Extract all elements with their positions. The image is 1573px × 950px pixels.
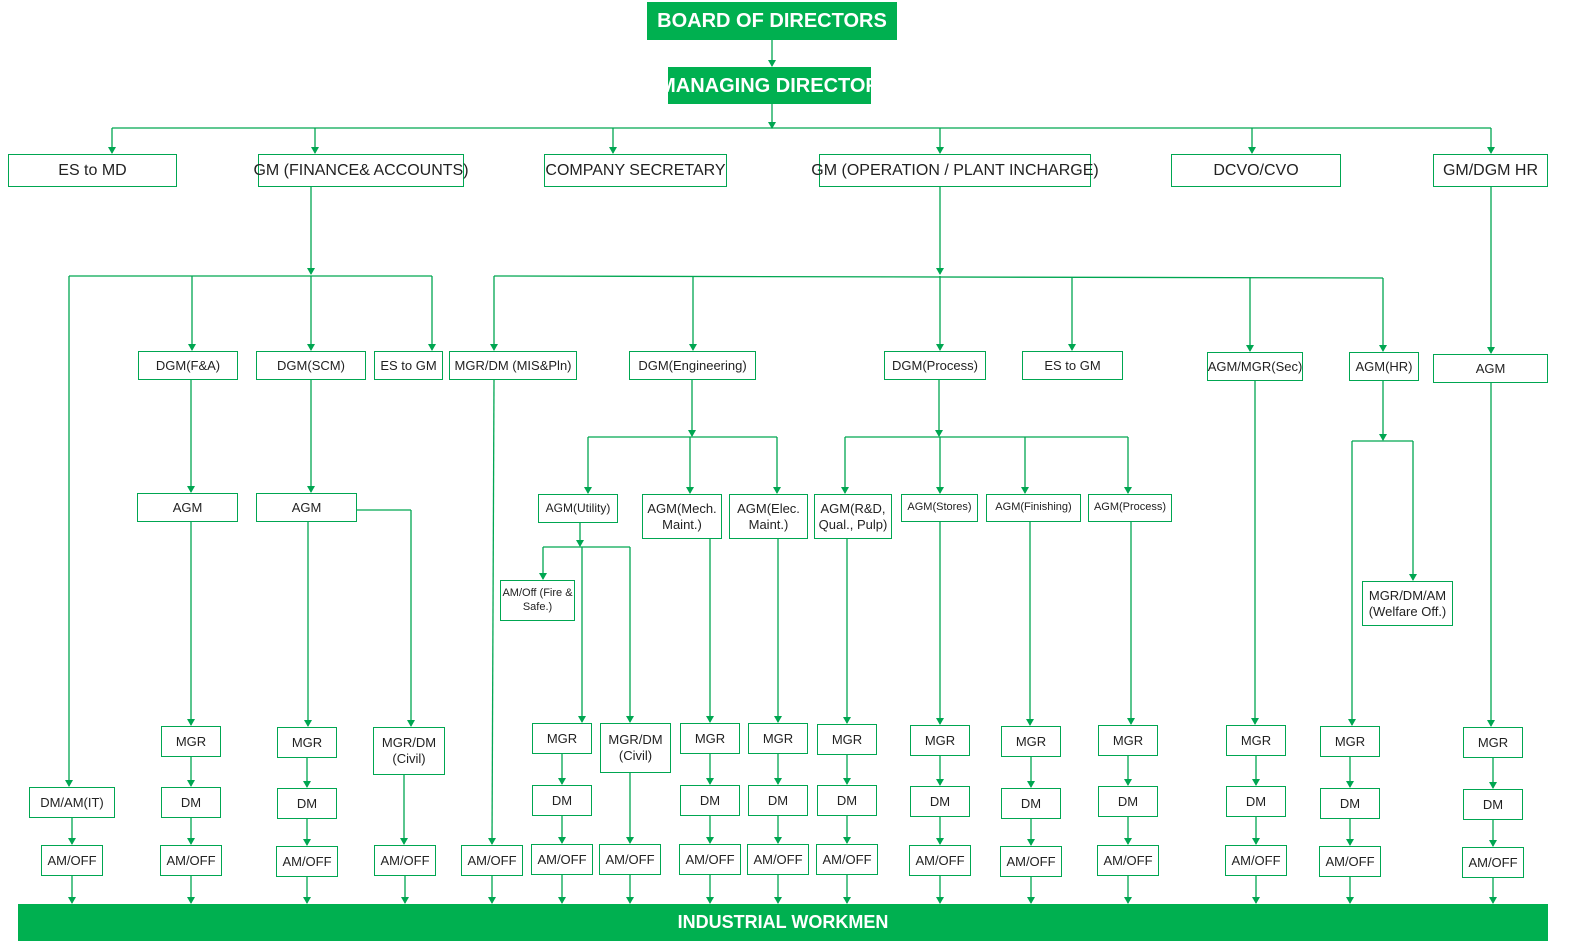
dm-am-it-box: DM/AM(IT) [29, 787, 115, 818]
mgr-box: MGR [748, 723, 808, 754]
managing-director-box: MANAGING DIRECTOR [659, 67, 880, 104]
dm-box: DM [277, 788, 337, 819]
am-off-box: AM/OFF [1319, 846, 1381, 877]
agm-fa-box: AGM [137, 493, 238, 522]
mgr-dm-civil-scm-box: MGR/DM (Civil) [373, 727, 445, 775]
gm-dgm-hr-box: GM/DGM HR [1433, 154, 1548, 187]
dm-box: DM [1320, 788, 1380, 819]
mgr-box: MGR [1463, 727, 1523, 758]
dm-box: DM [1098, 786, 1158, 817]
am-off-box: AM/OFF [1462, 847, 1524, 878]
dm-box: DM [161, 787, 221, 818]
mgr-box: MGR [532, 723, 592, 754]
dgm-fa-box: DGM(F&A) [138, 351, 238, 380]
agm-hr-box: AGM(HR) [1349, 352, 1419, 381]
dm-box: DM [1226, 786, 1286, 817]
agm-stores-box: AGM(Stores) [901, 494, 978, 522]
agm-mgr-sec-box: AGM/MGR(Sec) [1207, 352, 1303, 381]
agm-process-box: AGM(Process) [1088, 494, 1172, 522]
mgr-box: MGR [277, 727, 337, 758]
connector-line [493, 275, 1384, 279]
mgr-box: MGR [1320, 726, 1380, 757]
dm-box: DM [1463, 789, 1523, 820]
dm-box: DM [748, 785, 808, 816]
dm-box: DM [532, 785, 592, 816]
dgm-process-box: DGM(Process) [884, 351, 986, 380]
am-off-box: AM/OFF [374, 845, 436, 876]
es-to-gm-finance-box: ES to GM [374, 351, 443, 380]
dm-box: DM [680, 785, 740, 816]
dm-box: DM [910, 786, 970, 817]
am-off-box: AM/OFF [909, 845, 971, 876]
am-off-box: AM/OFF [816, 844, 878, 875]
am-off-box: AM/OFF [1097, 845, 1159, 876]
es-to-gm-operation-box: ES to GM [1022, 351, 1123, 380]
company-secretary-box: COMPANY SECRETARY [544, 154, 727, 187]
agm-elec-maint-box: AGM(Elec. Maint.) [729, 494, 808, 539]
mgr-box: MGR [1001, 726, 1061, 757]
mgr-dm-am-welfare-box: MGR/DM/AM (Welfare Off.) [1362, 581, 1453, 626]
dm-box: DM [817, 785, 877, 816]
mgr-box: MGR [910, 725, 970, 756]
board-of-directors-box: BOARD OF DIRECTORS [647, 2, 897, 40]
am-off-box: AM/OFF [1225, 845, 1287, 876]
dm-box: DM [1001, 788, 1061, 819]
agm-hr-column-box: AGM [1433, 354, 1548, 383]
es-to-md-box: ES to MD [8, 154, 177, 187]
mgr-box: MGR [680, 723, 740, 754]
agm-mech-maint-box: AGM(Mech. Maint.) [642, 494, 722, 539]
agm-scm-box: AGM [256, 493, 357, 522]
dgm-scm-box: DGM(SCM) [256, 351, 366, 380]
am-off-box: AM/OFF [461, 845, 523, 876]
agm-finishing-box: AGM(Finishing) [986, 494, 1081, 522]
am-off-box: AM/OFF [41, 845, 103, 876]
agm-utility-box: AGM(Utility) [538, 494, 618, 523]
mgr-box: MGR [817, 724, 877, 755]
gm-operation-plant-incharge-box: GM (OPERATION / PLANT INCHARGE) [811, 154, 1099, 187]
mgr-box: MGR [1098, 725, 1158, 756]
am-off-box: AM/OFF [599, 844, 661, 875]
agm-rd-qual-pulp-box: AGM(R&D, Qual., Pulp) [814, 494, 892, 539]
mgr-dm-mis-pln-box: MGR/DM (MIS&Pln) [449, 351, 577, 380]
mgr-box: MGR [1226, 725, 1286, 756]
dgm-engineering-box: DGM(Engineering) [629, 351, 756, 380]
am-off-fire-safety-box: AM/Off (Fire & Safe.) [500, 580, 575, 621]
connector-arrow [488, 379, 497, 845]
am-off-box: AM/OFF [747, 844, 809, 875]
mgr-dm-civil-utility-box: MGR/DM (Civil) [600, 723, 671, 773]
industrial-workmen-box: INDUSTRIAL WORKMEN [18, 904, 1548, 941]
mgr-box: MGR [161, 726, 221, 757]
am-off-box: AM/OFF [679, 844, 741, 875]
am-off-box: AM/OFF [160, 845, 222, 876]
gm-finance-accounts-box: GM (FINANCE& ACCOUNTS) [253, 154, 469, 187]
dcvo-cvo-box: DCVO/CVO [1171, 154, 1341, 187]
am-off-box: AM/OFF [1000, 846, 1062, 877]
am-off-box: AM/OFF [531, 844, 593, 875]
am-off-box: AM/OFF [276, 846, 338, 877]
